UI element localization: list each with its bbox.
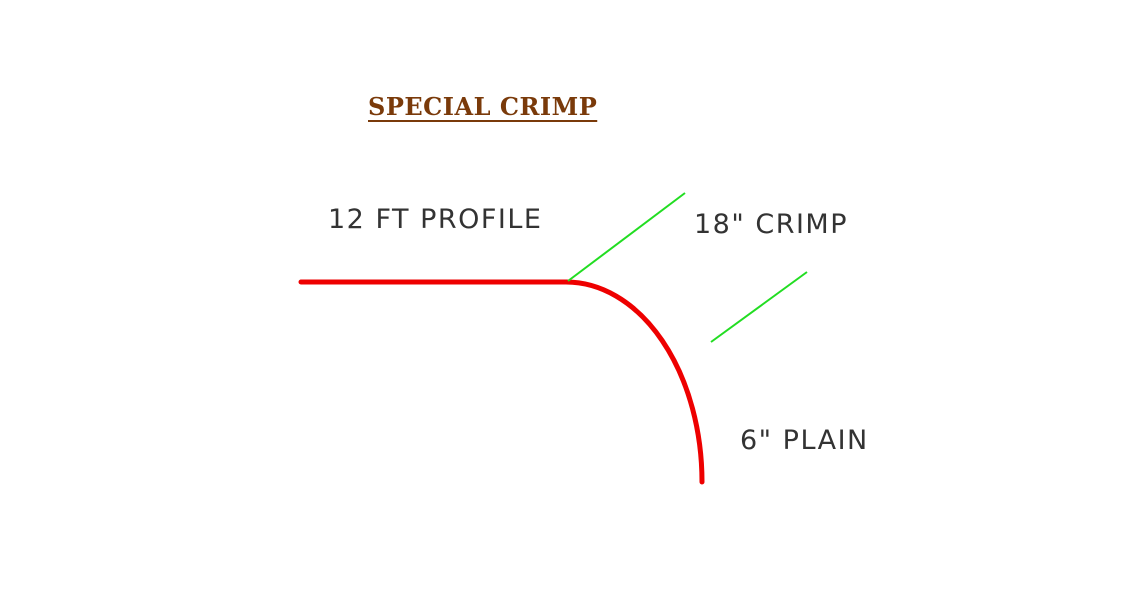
curved-crimp-line	[563, 279, 705, 485]
diagram-title: SPECIAL CRIMP	[368, 92, 598, 121]
profile-length-label: 12 FT PROFILE	[328, 204, 543, 235]
crimp-start-marker	[567, 192, 686, 282]
crimp-end-marker	[710, 271, 808, 343]
crimp-length-label: 18" CRIMP	[694, 209, 849, 240]
plain-length-label: 6" PLAIN	[740, 425, 869, 456]
